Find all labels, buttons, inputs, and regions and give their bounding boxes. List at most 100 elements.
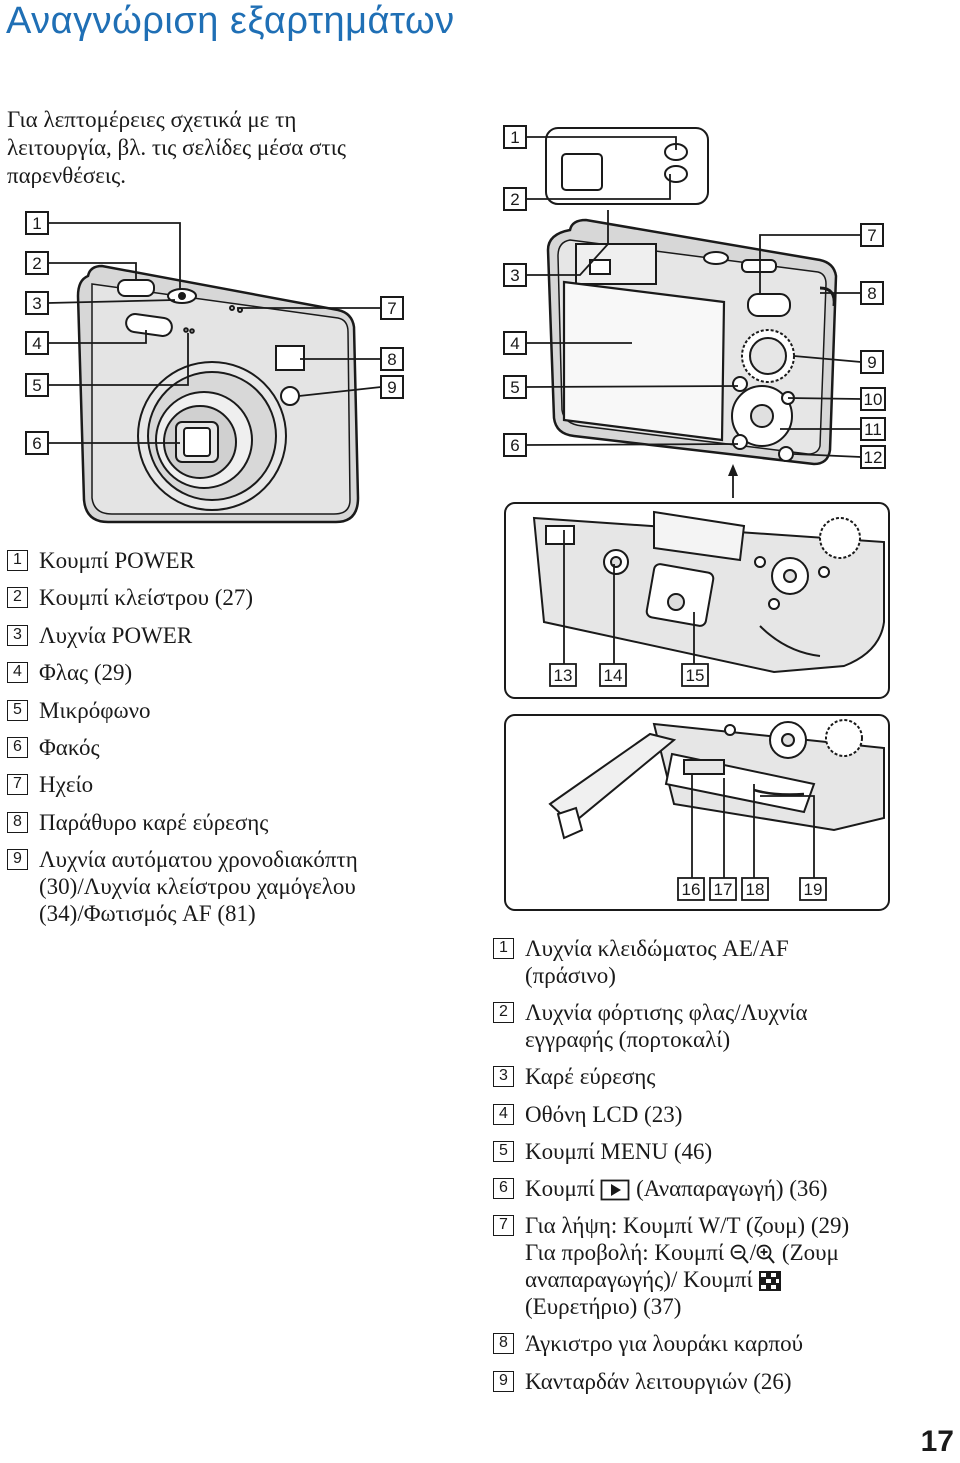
item-label-post: (Ζουμ [781, 1240, 839, 1266]
playback-icon [600, 1179, 630, 1201]
back-parts-list: 1 Λυχνία κλειδώματος AE/AF (πράσινο) 2 Λ… [493, 935, 953, 1405]
front-camera-illustration: 1 2 3 4 5 6 7 8 9 [25, 211, 404, 524]
battery-compartment-illustration: 16 17 18 19 [504, 714, 890, 911]
back-callout-10: 10 [864, 390, 883, 409]
item-label-pre: Κουμπί [525, 1175, 595, 1201]
item-number-box: 8 [493, 1333, 514, 1355]
item-label: (30)/Λυχνία κλείστρου χαμόγελου [39, 874, 356, 900]
item-label: Λυχνία φόρτισης φλας/Λυχνία [525, 1000, 808, 1026]
item-label: (34)/Φωτισμός AF (81) [39, 901, 256, 927]
item-label: Λυχνία κλειδώματος AE/AF [525, 936, 789, 961]
back-callout-12: 12 [864, 448, 883, 467]
front-callout-7: 7 [387, 299, 396, 318]
item-number-box: 4 [493, 1103, 514, 1125]
item-label: Καρέ εύρεσης [525, 1064, 656, 1090]
item-number-box: 3 [493, 1066, 514, 1088]
item-label: Ηχείο [39, 772, 94, 798]
item-label: Λυχνία αυτόματου χρονοδιακόπτη [39, 847, 358, 873]
item-label: αναπαραγωγής)/ Κουμπί [525, 1266, 953, 1293]
item-number-box: 4 [7, 662, 28, 684]
back-callout-11: 11 [864, 420, 882, 439]
front-callout-8: 8 [387, 350, 396, 369]
list-item: 9 Λυχνία αυτόματου χρονοδιακόπτη (30)/Λυ… [7, 846, 447, 927]
item-label: Λυχνία POWER [39, 622, 193, 648]
back-callout-6: 6 [510, 436, 519, 455]
item-label: Κανταρδάν λειτουργιών (26) [525, 1368, 792, 1394]
front-callout-2: 2 [32, 254, 41, 273]
battery-callout-19: 19 [804, 880, 823, 899]
item-label-pre: Για προβολή: Κουμπί [525, 1240, 725, 1266]
item-label: Άγκιστρο για λουράκι καρπού [525, 1331, 803, 1357]
back-callout-2: 2 [510, 190, 519, 209]
index-icon [759, 1271, 782, 1292]
item-number-box: 2 [493, 1002, 514, 1024]
front-callout-3: 3 [32, 294, 41, 313]
battery-callout-17: 17 [714, 880, 733, 899]
item-label: Φλας (29) [39, 660, 133, 686]
item-label: Παράθυρο καρέ εύρεσης [39, 809, 269, 835]
front-callout-9: 9 [387, 378, 396, 397]
front-callout-boxes-left [25, 211, 49, 455]
item-label: Κουμπί POWER [39, 548, 195, 573]
list-item: 7 Ηχείο [7, 771, 447, 798]
list-item: 2 Κουμπί κλείστρου (27) [7, 584, 447, 611]
item-label: (πράσινο) [525, 963, 616, 988]
item-label: Για προβολή: Κουμπί / (Ζουμ [525, 1239, 953, 1266]
bottom-callout-15: 15 [686, 666, 705, 685]
list-item: 6 Κουμπί (Αναπαραγωγή) (36) [493, 1175, 953, 1202]
battery-callout-16: 16 [682, 880, 701, 899]
item-label: Κουμπί (Αναπαραγωγή) (36) [525, 1175, 953, 1202]
zoom-in-icon [756, 1244, 775, 1264]
item-number-box: 9 [7, 849, 28, 871]
front-callout-5: 5 [32, 376, 41, 395]
bottom-callout-14: 14 [604, 666, 623, 685]
item-number-box: 7 [7, 774, 28, 796]
item-label: εγγραφής (πορτοκαλί) [525, 1027, 731, 1053]
list-item: 5 Μικρόφωνο [7, 697, 447, 724]
item-number-box: 1 [7, 550, 28, 571]
item-number-box: 6 [493, 1177, 514, 1199]
bottom-camera-illustration: 13 14 15 [504, 502, 890, 699]
item-number-box: 2 [7, 587, 28, 609]
back-callout-boxes-left [503, 125, 527, 457]
back-callout-5: 5 [510, 378, 519, 397]
item-label: Οθόνη LCD (23) [525, 1101, 683, 1127]
list-item: 4 Οθόνη LCD (23) [493, 1101, 953, 1128]
front-callout-6: 6 [32, 434, 41, 453]
front-callout-1: 1 [32, 214, 41, 233]
item-label: Φακός [39, 734, 100, 760]
item-number-box: 8 [7, 811, 28, 833]
list-item: 3 Καρέ εύρεσης [493, 1063, 953, 1090]
back-camera-illustration: 1 2 3 4 5 6 7 8 9 10 11 12 [503, 125, 886, 498]
item-number-box: 5 [7, 699, 28, 721]
item-label-pre: αναπαραγωγής)/ Κουμπί [525, 1267, 753, 1293]
intro-text: Για λεπτομέρειες σχετικά με τη λειτουργί… [7, 106, 427, 190]
back-callout-8: 8 [867, 284, 876, 303]
list-item: 7 Για λήψη: Κουμπί W/T (ζουμ) (29) Για π… [493, 1212, 953, 1320]
list-item: 8 Παράθυρο καρέ εύρεσης [7, 809, 447, 836]
item-number-box: 6 [7, 736, 28, 758]
intro-line: παρενθέσεις. [7, 163, 126, 188]
item-number-box: 7 [493, 1215, 514, 1237]
list-item: 2 Λυχνία φόρτισης φλας/Λυχνία εγγραφής (… [493, 999, 953, 1053]
list-item: 1 Λυχνία κλειδώματος AE/AF (πράσινο) [493, 935, 953, 989]
icon-separator: / [749, 1240, 757, 1266]
item-label: Μικρόφωνο [39, 697, 151, 723]
list-item: 1 Κουμπί POWER [7, 547, 447, 574]
item-label-post: (Αναπαραγωγή) (36) [636, 1175, 828, 1201]
list-item: 4 Φλας (29) [7, 659, 447, 686]
item-number-box: 1 [493, 938, 514, 959]
page-number: 17 [920, 1425, 954, 1458]
page-title: Αναγνώριση εξαρτημάτων [6, 0, 455, 42]
battery-callout-18: 18 [746, 880, 765, 899]
item-number-box: 5 [493, 1140, 514, 1162]
list-item: 8 Άγκιστρο για λουράκι καρπού [493, 1330, 953, 1357]
item-label: (Ευρετήριο) (37) [525, 1294, 682, 1320]
back-callout-9: 9 [867, 353, 876, 372]
item-label: Κουμπί κλείστρου (27) [39, 585, 254, 611]
back-callout-4: 4 [510, 334, 519, 353]
